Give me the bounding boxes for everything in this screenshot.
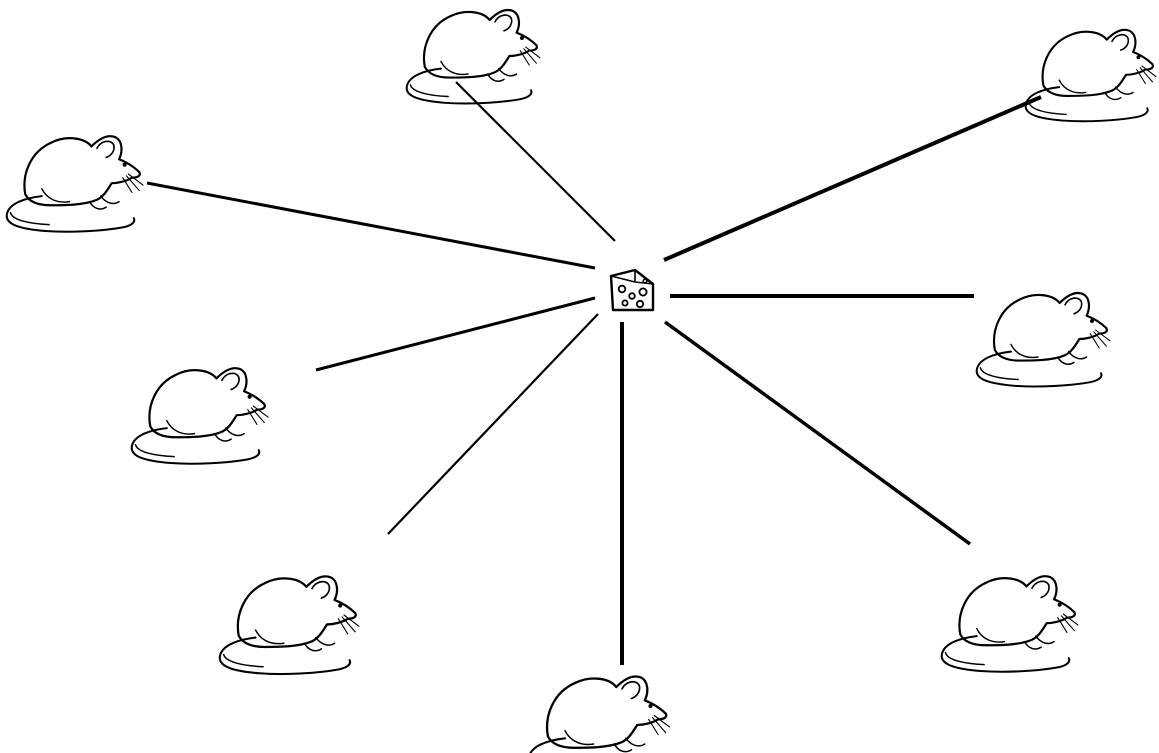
- mice-cheese-diagram: [0, 0, 1159, 753]
